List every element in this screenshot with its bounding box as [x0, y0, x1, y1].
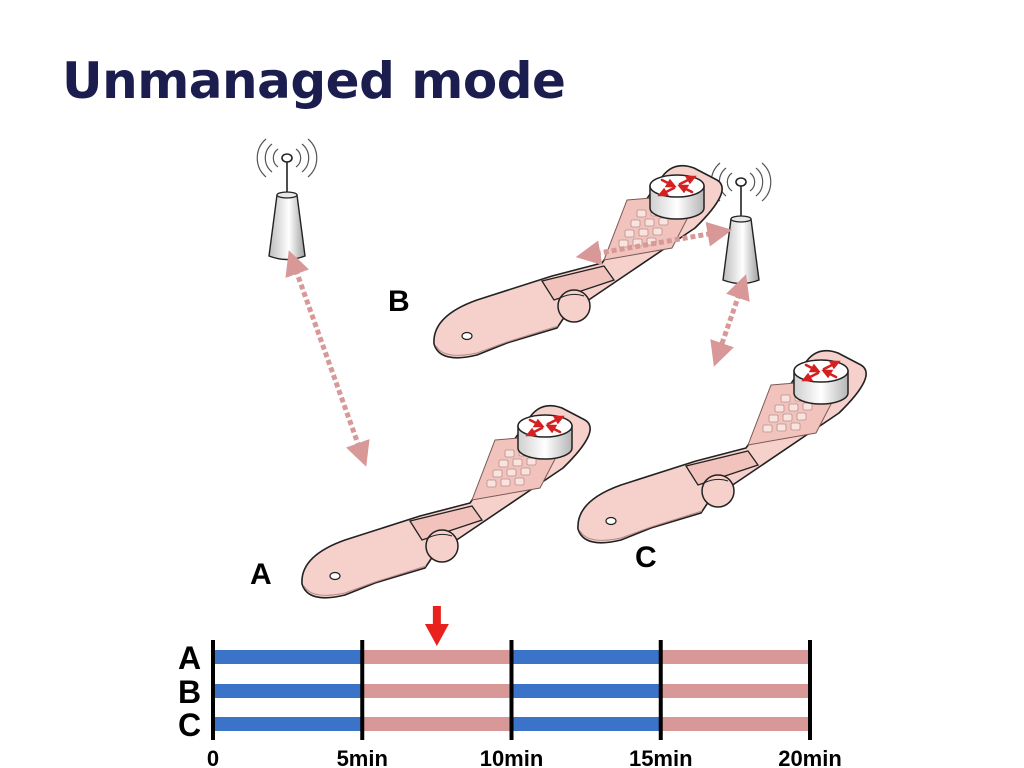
timeline-segment-wifi [362, 684, 512, 698]
timeline-row-label: A [178, 640, 201, 676]
timeline-segment-cellular [213, 717, 363, 731]
mobile-router-phone-icon [432, 164, 724, 360]
down-arrow-icon [424, 606, 449, 646]
timeline-tick-label: 15min [629, 746, 693, 768]
timeline-segment-cellular [213, 684, 363, 698]
timeline-tick-label: 20min [778, 746, 842, 768]
cell-tower-icon [256, 138, 318, 261]
mobile-router-phone-icon [300, 404, 592, 600]
timeline-segment-wifi [660, 684, 810, 698]
timeline-segment-cellular [511, 684, 661, 698]
timeline-segment-wifi [362, 717, 512, 731]
device-label-c: C [635, 541, 657, 574]
timeline-segment-cellular [511, 717, 661, 731]
timeline-tick-label: 0 [207, 746, 219, 768]
timeline-segment-wifi [660, 650, 810, 664]
timeline-tick-label: 10min [480, 746, 544, 768]
timeline-tick-label: 5min [337, 746, 388, 768]
dotted-double-arrow-icon [285, 250, 370, 467]
dotted-double-arrow-icon [575, 221, 733, 266]
device-label-a: A [250, 558, 272, 591]
timeline-segment-cellular [511, 650, 661, 664]
timeline-segment-wifi [362, 650, 512, 664]
slide-title: Unmanaged mode [62, 52, 566, 110]
device-label-b: B [388, 285, 410, 318]
timeline-segment-wifi [660, 717, 810, 731]
dotted-double-arrow-icon [710, 274, 750, 367]
timeline-row-label: B [178, 674, 201, 710]
timeline-segment-cellular [213, 650, 363, 664]
timeline-row-label: C [178, 707, 201, 743]
mobile-router-phone-icon [576, 349, 868, 545]
cell-tower-icon [710, 162, 772, 285]
